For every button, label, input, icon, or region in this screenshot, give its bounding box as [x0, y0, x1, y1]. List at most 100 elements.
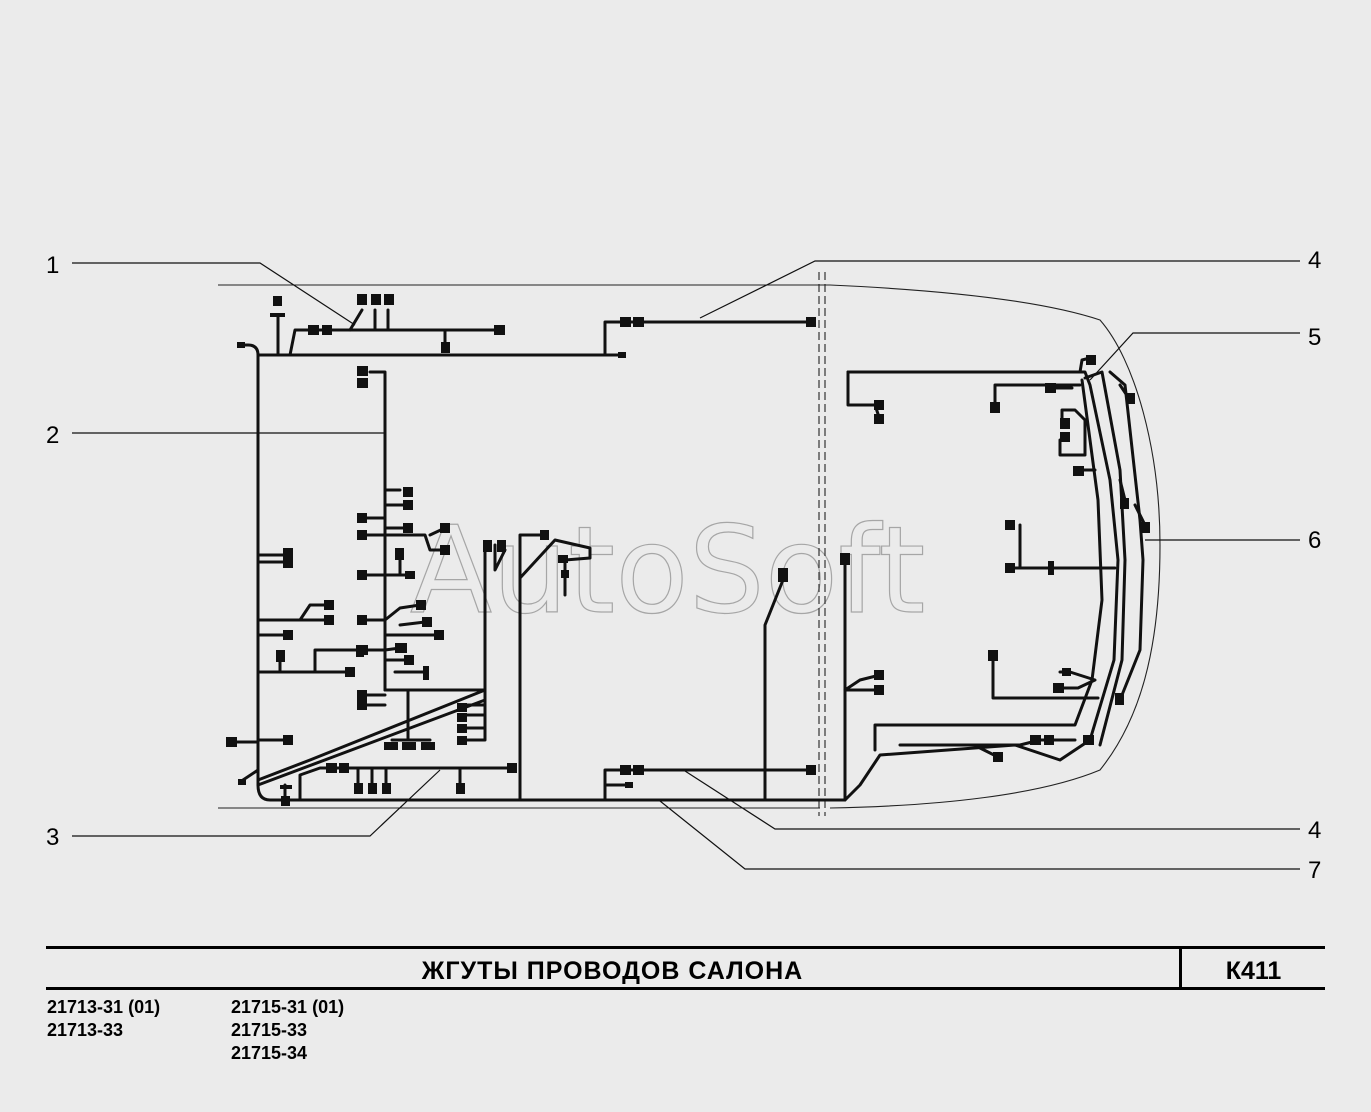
connector	[276, 650, 285, 662]
watermark: AutoSoft	[410, 502, 925, 641]
connector	[324, 615, 334, 625]
connector	[1141, 522, 1150, 533]
connector	[226, 737, 237, 747]
connector	[441, 342, 450, 353]
connector	[281, 796, 290, 806]
connector	[483, 540, 492, 552]
connector	[625, 782, 633, 788]
connector	[440, 523, 450, 533]
connector	[308, 325, 319, 335]
connector	[345, 667, 355, 677]
connector	[840, 553, 850, 565]
connector	[1060, 418, 1070, 429]
connector	[326, 763, 337, 773]
connector	[561, 570, 569, 578]
connector	[806, 765, 816, 775]
connector	[273, 296, 282, 306]
connector	[357, 378, 368, 388]
connector	[1005, 563, 1015, 573]
connectors	[226, 294, 1150, 806]
callout-3: 3	[46, 824, 59, 851]
connector	[357, 615, 367, 625]
callout-5: 5	[1308, 324, 1321, 351]
connector	[1126, 393, 1135, 404]
model-code: 21715-31 (01)	[231, 997, 345, 1017]
connector	[422, 617, 432, 627]
connector	[357, 700, 367, 710]
connector	[404, 655, 414, 665]
connector	[371, 294, 381, 305]
connector	[237, 342, 245, 348]
model-code: 21715-33	[231, 1020, 308, 1040]
title-divider	[1179, 949, 1182, 987]
connector	[423, 666, 429, 680]
connector	[357, 530, 367, 540]
connector	[1060, 432, 1070, 442]
connector	[1030, 735, 1041, 745]
connector	[1062, 668, 1071, 676]
harness-2	[358, 370, 487, 742]
page-title: ЖГУТЫ ПРОВОДОВ САЛОНА	[421, 957, 804, 985]
connector	[620, 765, 631, 775]
connector	[874, 670, 884, 680]
connector	[356, 645, 364, 657]
connector	[558, 555, 568, 563]
connector	[280, 785, 292, 789]
model-code: 21713-31 (01)	[47, 997, 161, 1017]
callout-7: 7	[1308, 857, 1321, 884]
connector	[540, 530, 549, 540]
connector	[384, 294, 394, 305]
connector	[457, 736, 467, 745]
connector	[988, 650, 998, 661]
connector	[434, 630, 444, 640]
connector	[357, 570, 367, 580]
callout-2: 2	[46, 422, 59, 449]
car-body-outline	[218, 272, 1161, 816]
connector	[874, 685, 884, 695]
connector	[494, 325, 505, 335]
connector	[1086, 355, 1096, 365]
connector	[620, 317, 631, 327]
connector	[421, 742, 435, 750]
connector	[990, 402, 1000, 413]
connector	[384, 742, 398, 750]
model-code: 21715-34	[231, 1043, 308, 1063]
connector	[395, 548, 404, 560]
connector	[1045, 383, 1056, 393]
connector	[1120, 498, 1129, 509]
callout-6: 6	[1308, 527, 1321, 554]
connector	[405, 571, 415, 579]
connector	[778, 568, 788, 582]
connector	[1048, 561, 1054, 575]
connector	[874, 400, 884, 410]
connector	[238, 779, 246, 785]
connector	[403, 500, 413, 510]
connector	[283, 630, 293, 640]
connector	[440, 545, 450, 555]
connector	[403, 523, 413, 533]
connector	[806, 317, 816, 327]
connector	[1044, 735, 1054, 745]
connector	[456, 783, 465, 794]
connector	[507, 763, 517, 773]
connector	[497, 540, 506, 552]
leader-lines	[72, 260, 1300, 870]
connector	[283, 548, 293, 558]
connector	[457, 713, 467, 722]
connector	[402, 742, 416, 750]
connector	[368, 783, 377, 794]
connector	[1115, 693, 1124, 705]
connector	[322, 325, 332, 335]
model-code: 21713-33	[47, 1020, 124, 1040]
connector	[354, 783, 363, 794]
connector	[382, 783, 391, 794]
connector	[457, 724, 467, 733]
connector	[1073, 466, 1084, 476]
connector	[283, 735, 293, 745]
connector	[416, 600, 426, 610]
connector	[457, 703, 467, 712]
callout-1: 1	[46, 252, 59, 279]
connector	[339, 763, 349, 773]
connector	[357, 366, 368, 376]
